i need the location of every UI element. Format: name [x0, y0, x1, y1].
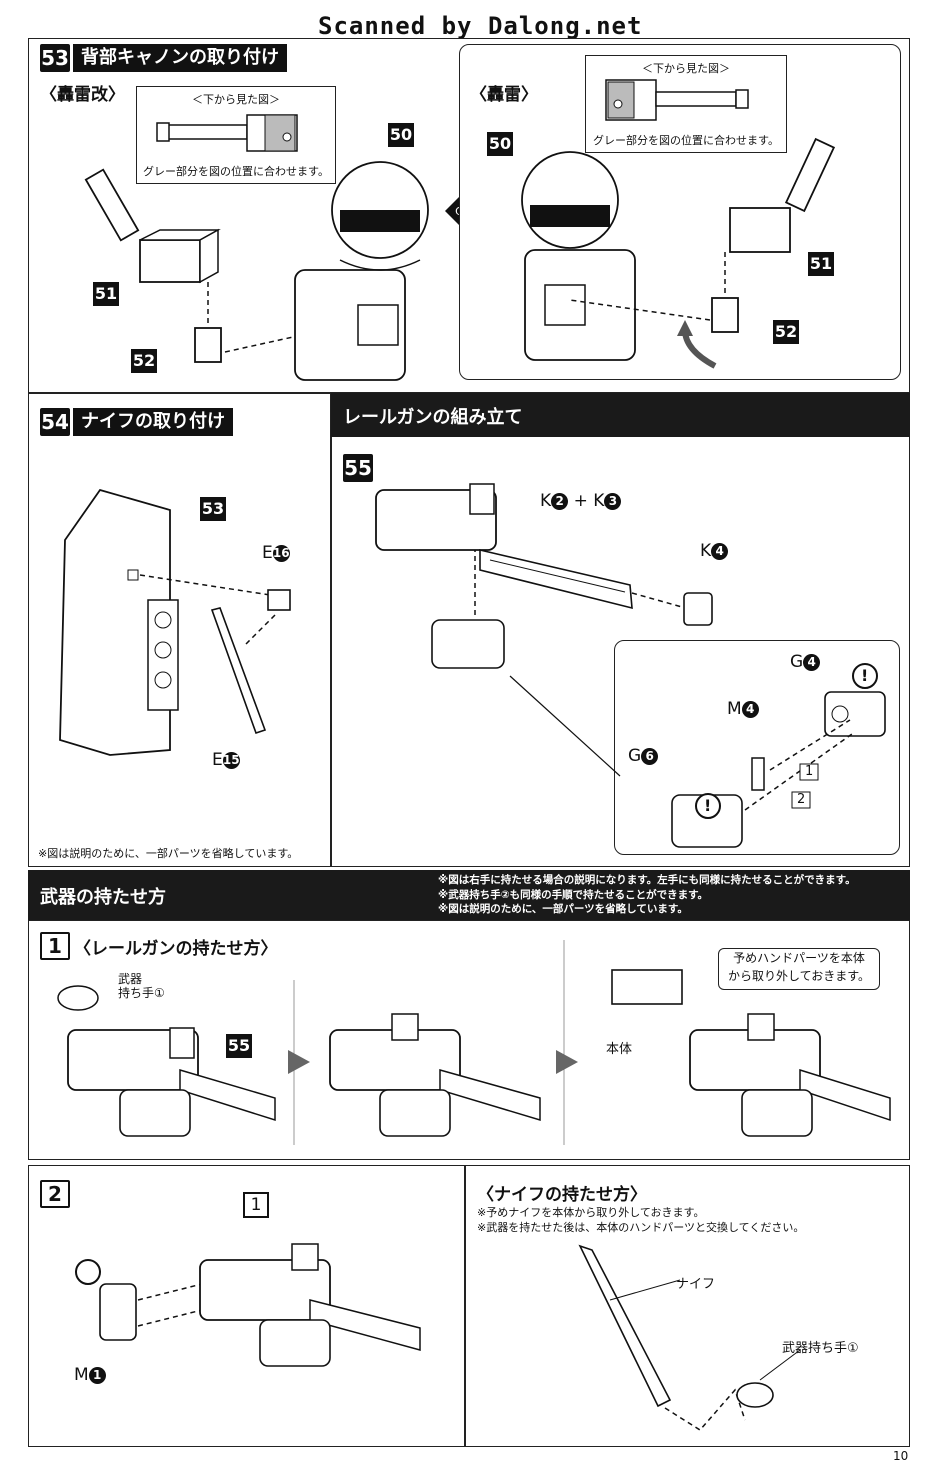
part-g6-letter: G [628, 746, 642, 766]
bottom-view-note-b: グレー部分を図の位置に合わせます。 [593, 134, 779, 147]
part-k4-number: 4 [711, 542, 729, 560]
watermark: Scanned by Dalong.net [318, 12, 643, 40]
step54-number: 54 [40, 408, 70, 436]
step53-title: 背部キャノンの取り付け [73, 44, 287, 72]
part-k4-letter: K [700, 541, 712, 561]
part-m4-number: 4 [741, 700, 759, 718]
part-e16-number: 16 [272, 544, 290, 562]
weapons-notes: ※図は右手に持たせる場合の説明になります。左手にも同様に持たせることができます。… [438, 873, 856, 917]
part-g4-number: 4 [803, 653, 821, 671]
attention-mark-g4: ! [861, 666, 869, 685]
knife-holding-panel [465, 1165, 910, 1447]
cannon-bottom-view-illustration-b [605, 79, 749, 121]
part-k3-number: 3 [604, 492, 622, 510]
hand-removal-note: 予めハンドパーツを本体 から取り外しておきます。 [718, 948, 880, 990]
part-k-letter: K [540, 491, 552, 511]
weapon-step2-illustration [75, 1243, 421, 1367]
cannon-bottom-view-illustration [156, 114, 298, 152]
page-number: 10 [893, 1449, 909, 1463]
weapon-step1-panel [28, 920, 910, 1160]
step53-left-illustration [84, 161, 429, 381]
order-1-label: 1 [805, 764, 814, 779]
plus-sign: + [573, 491, 588, 511]
weapons-note-2: ※武器持ち手②も同様の手順で持たせることができます。 [438, 888, 709, 901]
bottom-view-label: ＜下から見た図＞ [192, 93, 280, 106]
part-g4-letter: G [790, 652, 804, 672]
part-53-label: 53 [200, 497, 226, 521]
weapons-note-1: ※図は右手に持たせる場合の説明になります。左手にも同様に持たせることができます。 [438, 874, 856, 886]
part-52-label: 52 [131, 349, 157, 373]
railgun-main-illustration [375, 483, 633, 669]
variant-gourai: 〈轟雷〉 [470, 85, 538, 105]
part-m1-number: 1 [88, 1366, 106, 1384]
part-55-label: 55 [226, 1034, 252, 1058]
step55-number: 55 [343, 454, 373, 482]
bottom-view-note: グレー部分を図の位置に合わせます。 [143, 165, 329, 178]
bottom-view-callout-a: ＜下から見た図＞ グレー部分を図の位置に合わせます。 [136, 86, 336, 184]
part-e16-letter: E [262, 543, 273, 563]
weapon-step1-illustration [57, 940, 891, 1145]
attention-mark-g6: ! [704, 796, 712, 815]
weapons-section-header: 武器の持たせ方 ※図は右手に持たせる場合の説明になります。左手にも同様に持たせる… [28, 870, 910, 920]
grip-subassembly-illustration [671, 663, 886, 848]
weapons-note-3: ※図は説明のために、一部パーツを省略しています。 [438, 903, 688, 915]
body-label: 本体 [606, 1042, 633, 1057]
part-e15-label: E15 [212, 750, 240, 770]
step54-note: ※図は説明のために、一部パーツを省略しています。 [38, 847, 299, 860]
hand1-label: 武器持ち手① [782, 1341, 859, 1356]
step54-panel [28, 393, 331, 867]
bottom-view-callout-b: ＜下から見た図＞ グレー部分を図の位置に合わせます。 [585, 55, 787, 153]
part-e16-label: E16 [262, 543, 290, 563]
part-k4-illustration [631, 592, 713, 626]
railgun-section-title: レールガンの組み立て [343, 407, 523, 428]
part-51-label: 51 [93, 282, 119, 306]
part-50-label-b: 50 [487, 132, 513, 156]
knife-holding-title: 〈ナイフの持たせ方〉 [477, 1185, 647, 1205]
part-e15-number: 15 [222, 751, 240, 769]
weapon-step2-number: 2 [40, 1180, 70, 1208]
part-e15-letter: E [212, 750, 223, 770]
knife-label: ナイフ [676, 1277, 716, 1292]
weapon-step1-number: 1 [40, 932, 70, 960]
part-g6-number: 6 [641, 747, 659, 765]
variant-gourai-kai: 〈轟雷改〉 [40, 85, 125, 105]
part-k2-number: 2 [551, 492, 569, 510]
ref-step-1: 1 [243, 1192, 269, 1218]
step54-illustration [59, 488, 291, 756]
knife-note-2: ※武器を持たせた後は、本体のハンドパーツと交換してください。 [477, 1221, 805, 1234]
step53-panel [28, 38, 910, 393]
bottom-view-label-b: ＜下から見た図＞ [642, 62, 730, 75]
subassembly-leader-line [509, 675, 621, 777]
knife-note-1: ※予めナイフを本体から取り外しておきます。 [477, 1206, 705, 1219]
step54-title: ナイフの取り付け [73, 408, 233, 436]
weapon-step2-panel [28, 1165, 465, 1447]
part-51-label-b: 51 [808, 252, 834, 276]
order-2-label: 2 [797, 792, 806, 807]
part-m4-letter: M [727, 699, 742, 719]
part-50-label: 50 [388, 123, 414, 147]
step53-number: 53 [40, 44, 70, 72]
step53-right-illustration [521, 137, 836, 369]
weapon-step1-title: 〈レールガンの持たせ方〉 [74, 939, 278, 959]
weapon-hand-label: 武器 持ち手① [118, 972, 165, 1000]
part-k-letter-2: K [593, 491, 605, 511]
weapons-section-title: 武器の持たせ方 [40, 887, 166, 908]
knife-holding-illustration [578, 1244, 801, 1431]
part-m1-letter: M [74, 1365, 89, 1385]
railgun-section-header: レールガンの組み立て [331, 393, 910, 437]
part-52-label-b: 52 [773, 320, 799, 344]
